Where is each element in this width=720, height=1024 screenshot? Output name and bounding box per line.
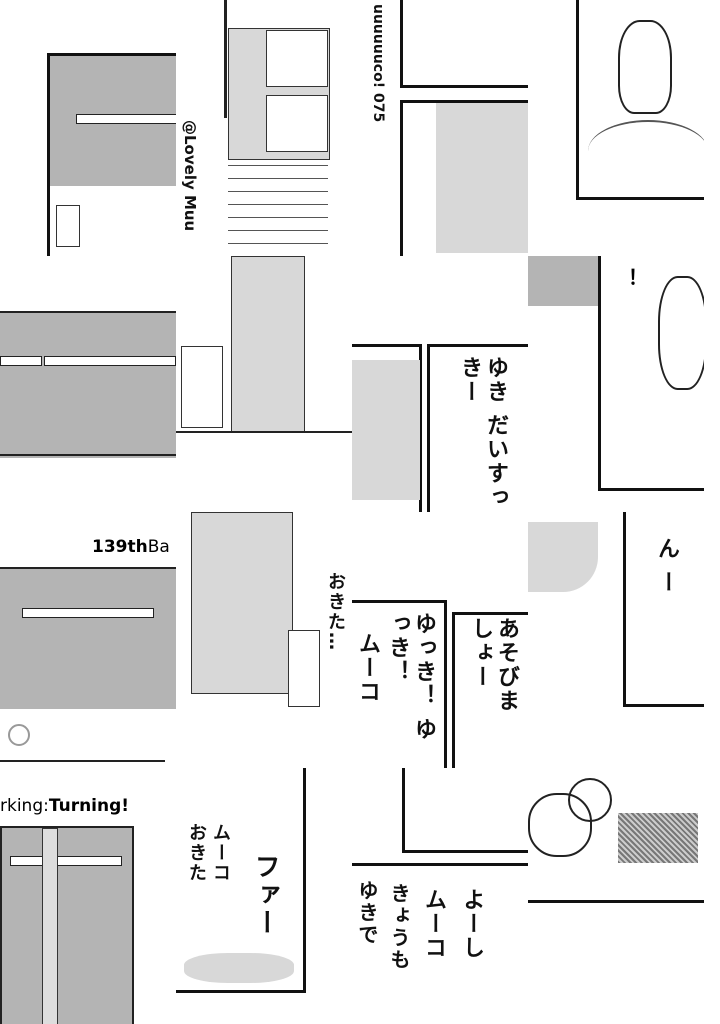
tile-room-door: [176, 256, 352, 512]
tile-okita: おきた…: [176, 512, 352, 768]
dog-drawing: [658, 276, 704, 390]
dog-drawing: [618, 20, 672, 114]
tile-nn: ん ー: [528, 512, 704, 768]
series-title: uuuuuuco! 075: [368, 4, 388, 123]
speech-kyoumo: きょうも: [387, 883, 411, 971]
speech-yuki-daisuki: ゆき だいすっきー: [457, 356, 508, 510]
episode-number: 139thBa: [92, 537, 170, 557]
chapter-name: Turning!: [48, 796, 130, 816]
tile-series-label: uuuuuuco! 075: [352, 0, 528, 256]
tile-speech-yukki: ムーコ ゆっき！ ゆっき！ あそびま しょー: [352, 512, 528, 768]
speech-okita: おきた…: [325, 572, 346, 652]
speech-nn: ん ー: [654, 537, 679, 595]
exclaim-mark: ！: [628, 265, 648, 289]
speech-muuko-okita: ムーコ おきた: [186, 823, 231, 883]
tile-building: @Lovely Muu: [176, 0, 352, 256]
chapter-title: rking:Turning!: [0, 796, 129, 816]
clock-icon: [8, 724, 30, 746]
speech-muuko-2: ムーコ: [421, 888, 446, 960]
speech-yukide: ゆきで: [355, 880, 379, 946]
tile-ceiling-2: [0, 256, 176, 512]
tile-ceiling-1: [0, 0, 176, 256]
speech-yukki: ゆっき！ ゆっき！: [385, 612, 436, 742]
tile-chapter-header: rking:Turning!: [0, 768, 176, 1024]
tile-episode-header: 139thBa: [0, 512, 176, 768]
episode-prefix: 139th: [92, 537, 148, 557]
speech-yoshi: よーし: [459, 888, 484, 960]
tile-dog-2: ！: [528, 256, 704, 512]
speech-muuko: ムーコ: [355, 632, 380, 704]
episode-suffix: Ba: [147, 537, 170, 557]
copyright-credit: @Lovely Muu: [180, 120, 200, 232]
speech-asobimasho: あそびま しょー: [468, 617, 519, 713]
tile-faa: ムーコ おきた ファー: [176, 768, 352, 1024]
tile-speech-yuki: ゆき だいすっきー: [352, 256, 528, 512]
tile-speech-yoshi: ゆきで きょうも ムーコ よーし: [352, 768, 528, 1024]
tile-dog-1: [528, 0, 704, 256]
speech-faa: ファー: [250, 853, 280, 937]
tile-dog-3: [528, 768, 704, 1024]
chapter-prefix: rking:: [0, 796, 49, 816]
